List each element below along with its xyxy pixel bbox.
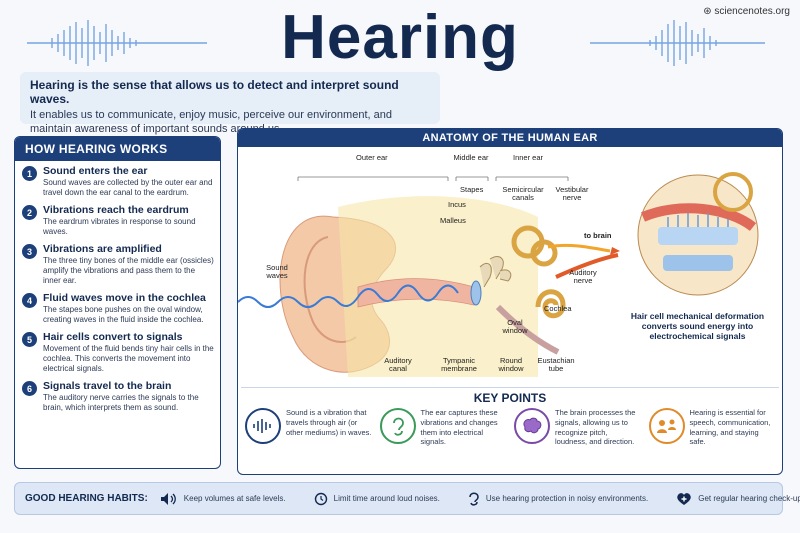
key-point-text: The brain processes the signals, allowin… xyxy=(555,408,636,447)
step-1: 1 Sound enters the ear Sound waves are c… xyxy=(15,161,220,200)
habit-text: Get regular hearing check-ups. xyxy=(698,494,800,503)
step-number: 5 xyxy=(22,332,37,347)
tympanic-membrane xyxy=(470,280,482,306)
label-stapes: Stapes xyxy=(460,185,484,194)
incus xyxy=(489,256,504,280)
step-text: The eardrum vibrates in response to soun… xyxy=(43,217,196,236)
habit-text: Limit time around loud noises. xyxy=(333,494,440,503)
stapes xyxy=(499,269,512,282)
key-point-text: Hearing is essential for speech, communi… xyxy=(689,408,771,447)
step-number: 6 xyxy=(22,381,37,396)
label-oval-window: Oval window xyxy=(502,318,528,336)
hair-cell-caption: Hair cell mechanical deformation convert… xyxy=(630,311,765,342)
habit-2: Limit time around loud noises. xyxy=(314,492,440,506)
step-title: Signals travel to the brain xyxy=(43,380,172,392)
anatomy-panel: ANATOMY OF THE HUMAN EAR xyxy=(237,128,783,475)
step-6: 6 Signals travel to the brain The audito… xyxy=(15,376,220,415)
label-cochlea: Cochlea xyxy=(544,304,572,313)
step-5: 5 Hair cells convert to signals Movement… xyxy=(15,327,220,376)
habit-3: Use hearing protection in noisy environm… xyxy=(468,491,648,507)
speaker-icon xyxy=(160,492,176,505)
label-outer-ear: Outer ear xyxy=(356,153,388,162)
eustachian-tube xyxy=(495,304,560,355)
step-4: 4 Fluid waves move in the cochlea The st… xyxy=(15,288,220,327)
how-heading: HOW HEARING WORKS xyxy=(15,137,220,161)
brain-icon xyxy=(514,408,550,444)
key-point-text: Sound is a vibration that travels throug… xyxy=(286,408,372,437)
intro-lead: Hearing is the sense that allows us to d… xyxy=(30,78,399,106)
habit-4: Get regular hearing check-ups. xyxy=(676,492,800,506)
step-title: Vibrations reach the eardrum xyxy=(43,204,189,216)
step-text: The stapes bone pushes on the oval windo… xyxy=(43,305,204,324)
key-point-text: The ear captures these vibrations and ch… xyxy=(420,408,498,447)
sound-wave-icon xyxy=(245,408,281,444)
sound-wave-decoration-right xyxy=(590,20,765,66)
timer-icon xyxy=(314,492,327,505)
malleus xyxy=(479,262,492,288)
label-auditory-nerve: Auditory nerve xyxy=(569,268,597,286)
label-malleus: Malleus xyxy=(440,216,466,225)
site-logo-icon: ⊛ xyxy=(703,6,712,17)
habit-text: Use hearing protection in noisy environm… xyxy=(485,494,649,503)
label-auditory-canal: Auditory canal xyxy=(384,356,412,374)
intro-body: It enables us to communicate, enjoy musi… xyxy=(30,109,392,136)
vestibular-nerve xyxy=(547,243,611,253)
hair-cell-zoom xyxy=(637,172,759,296)
label-sound-waves: Sound waves xyxy=(266,263,288,281)
step-title: Fluid waves move in the cochlea xyxy=(43,292,206,304)
step-text: Sound waves are collected by the outer e… xyxy=(43,178,213,197)
label-middle-ear: Middle ear xyxy=(453,153,489,162)
people-talking-icon xyxy=(648,408,685,444)
step-title: Hair cells convert to signals xyxy=(43,331,183,343)
habits-heading: GOOD HEARING HABITS: xyxy=(25,493,148,504)
ear-protection-icon xyxy=(469,492,479,506)
key-point-3: The brain processes the signals, allowin… xyxy=(510,408,645,447)
step-number: 1 xyxy=(22,166,37,181)
step-text: The auditory nerve carries the signals t… xyxy=(43,393,199,412)
step-title: Vibrations are amplified xyxy=(43,243,162,255)
auditory-nerve xyxy=(555,253,619,279)
label-to-brain: to brain xyxy=(584,231,612,240)
step-title: Sound enters the ear xyxy=(43,165,148,177)
step-number: 4 xyxy=(22,293,37,308)
intro-box: Hearing is the sense that allows us to d… xyxy=(20,72,440,135)
step-number: 2 xyxy=(22,205,37,220)
key-point-2: The ear captures these vibrations and ch… xyxy=(376,408,511,447)
heart-plus-icon xyxy=(677,492,691,505)
how-hearing-works-panel: HOW HEARING WORKS 1 Sound enters the ear… xyxy=(14,136,221,469)
good-hearing-habits-bar: GOOD HEARING HABITS: Keep volumes at saf… xyxy=(14,482,800,515)
label-semicircular-canals: Semicircular canals xyxy=(502,185,544,203)
label-eustachian-tube: Eustachian tube xyxy=(537,356,575,374)
cochlea-spiral xyxy=(535,289,566,319)
step-number: 3 xyxy=(22,244,37,259)
label-vestibular-nerve: Vestibular nerve xyxy=(555,185,589,203)
step-3: 3 Vibrations are amplified The three tin… xyxy=(15,239,220,288)
semicircular-canals xyxy=(511,225,558,267)
habit-text: Keep volumes at safe levels. xyxy=(183,494,286,503)
key-points-panel: KEY POINTS Sound is a vibration that tra… xyxy=(241,387,779,471)
label-incus: Incus xyxy=(448,200,466,209)
step-2: 2 Vibrations reach the eardrum The eardr… xyxy=(15,200,220,239)
ear-icon xyxy=(379,408,416,444)
site-credit: ⊛ sciencenotes.org xyxy=(703,6,790,17)
ear-anatomy-illustration xyxy=(238,172,759,377)
anatomy-heading: ANATOMY OF THE HUMAN EAR xyxy=(238,129,782,147)
key-points-heading: KEY POINTS xyxy=(473,391,547,405)
key-point-1: Sound is a vibration that travels throug… xyxy=(241,408,376,447)
label-inner-ear: Inner ear xyxy=(512,153,544,162)
step-text: Movement of the fluid bends tiny hair ce… xyxy=(43,344,214,373)
sound-wave-decoration-left xyxy=(27,20,207,66)
label-tympanic-membrane: Tympanic membrane xyxy=(441,356,477,374)
habit-1: Keep volumes at safe levels. xyxy=(160,492,286,506)
site-url: sciencenotes.org xyxy=(714,6,790,17)
sound-wave-line xyxy=(238,284,459,308)
step-text: The three tiny bones of the middle ear (… xyxy=(43,256,214,285)
page-title: Hearing xyxy=(281,3,519,72)
label-round-window: Round window xyxy=(498,356,524,374)
key-point-4: Hearing is essential for speech, communi… xyxy=(645,408,780,447)
